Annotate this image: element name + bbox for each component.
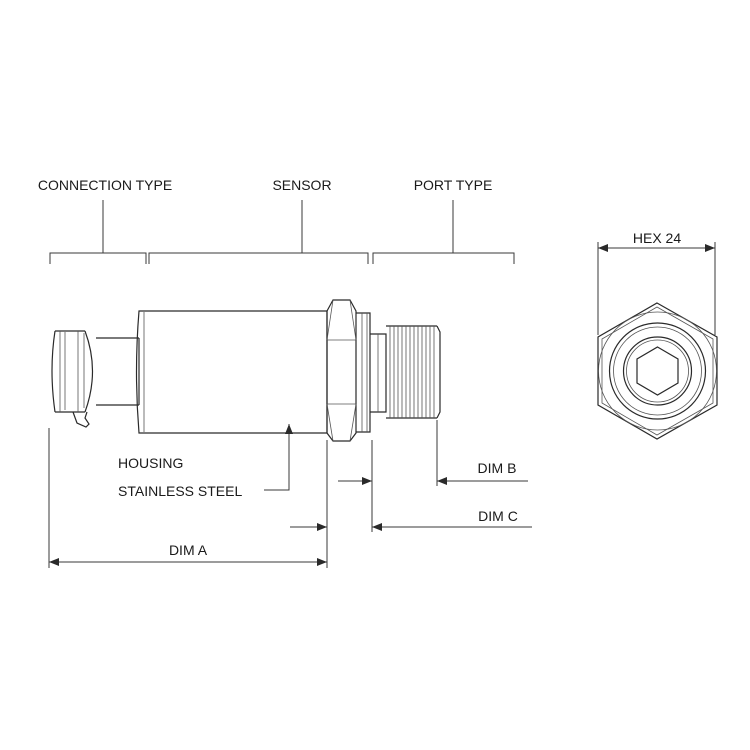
hex-socket xyxy=(636,346,679,396)
thread-undercut xyxy=(370,333,387,413)
threaded-port xyxy=(386,325,441,419)
connector-plug xyxy=(51,330,94,428)
hex-nut xyxy=(326,299,357,442)
connector-neck xyxy=(96,337,140,406)
dim-a-dimension: DIM A xyxy=(49,542,327,566)
housing-label: HOUSING xyxy=(118,455,183,471)
port-type-bracket xyxy=(372,200,515,264)
hex-outline xyxy=(597,302,718,440)
transducer-side-view xyxy=(51,299,441,442)
sealing-collar xyxy=(356,312,371,433)
port-type-label: PORT TYPE xyxy=(414,177,493,193)
sensor-label: SENSOR xyxy=(272,177,331,193)
sensor-housing xyxy=(135,310,328,434)
dim-b-label: DIM B xyxy=(478,460,517,476)
hex-size-label: HEX 24 xyxy=(633,230,681,246)
dim-a-label: DIM A xyxy=(169,542,208,558)
connection-type-bracket xyxy=(49,200,147,264)
hex-inner-outline xyxy=(601,306,714,436)
extension-lines xyxy=(48,420,438,568)
transducer-end-view: HEX 24 xyxy=(597,230,718,440)
sensor-bracket xyxy=(148,200,369,264)
housing-material-label: STAINLESS STEEL xyxy=(118,483,242,499)
housing-leader xyxy=(264,424,293,491)
dim-c-dimension: DIM C xyxy=(290,508,532,531)
connection-type-label: CONNECTION TYPE xyxy=(38,177,172,193)
dim-c-label: DIM C xyxy=(478,508,518,524)
dim-b-dimension: DIM B xyxy=(338,460,528,485)
